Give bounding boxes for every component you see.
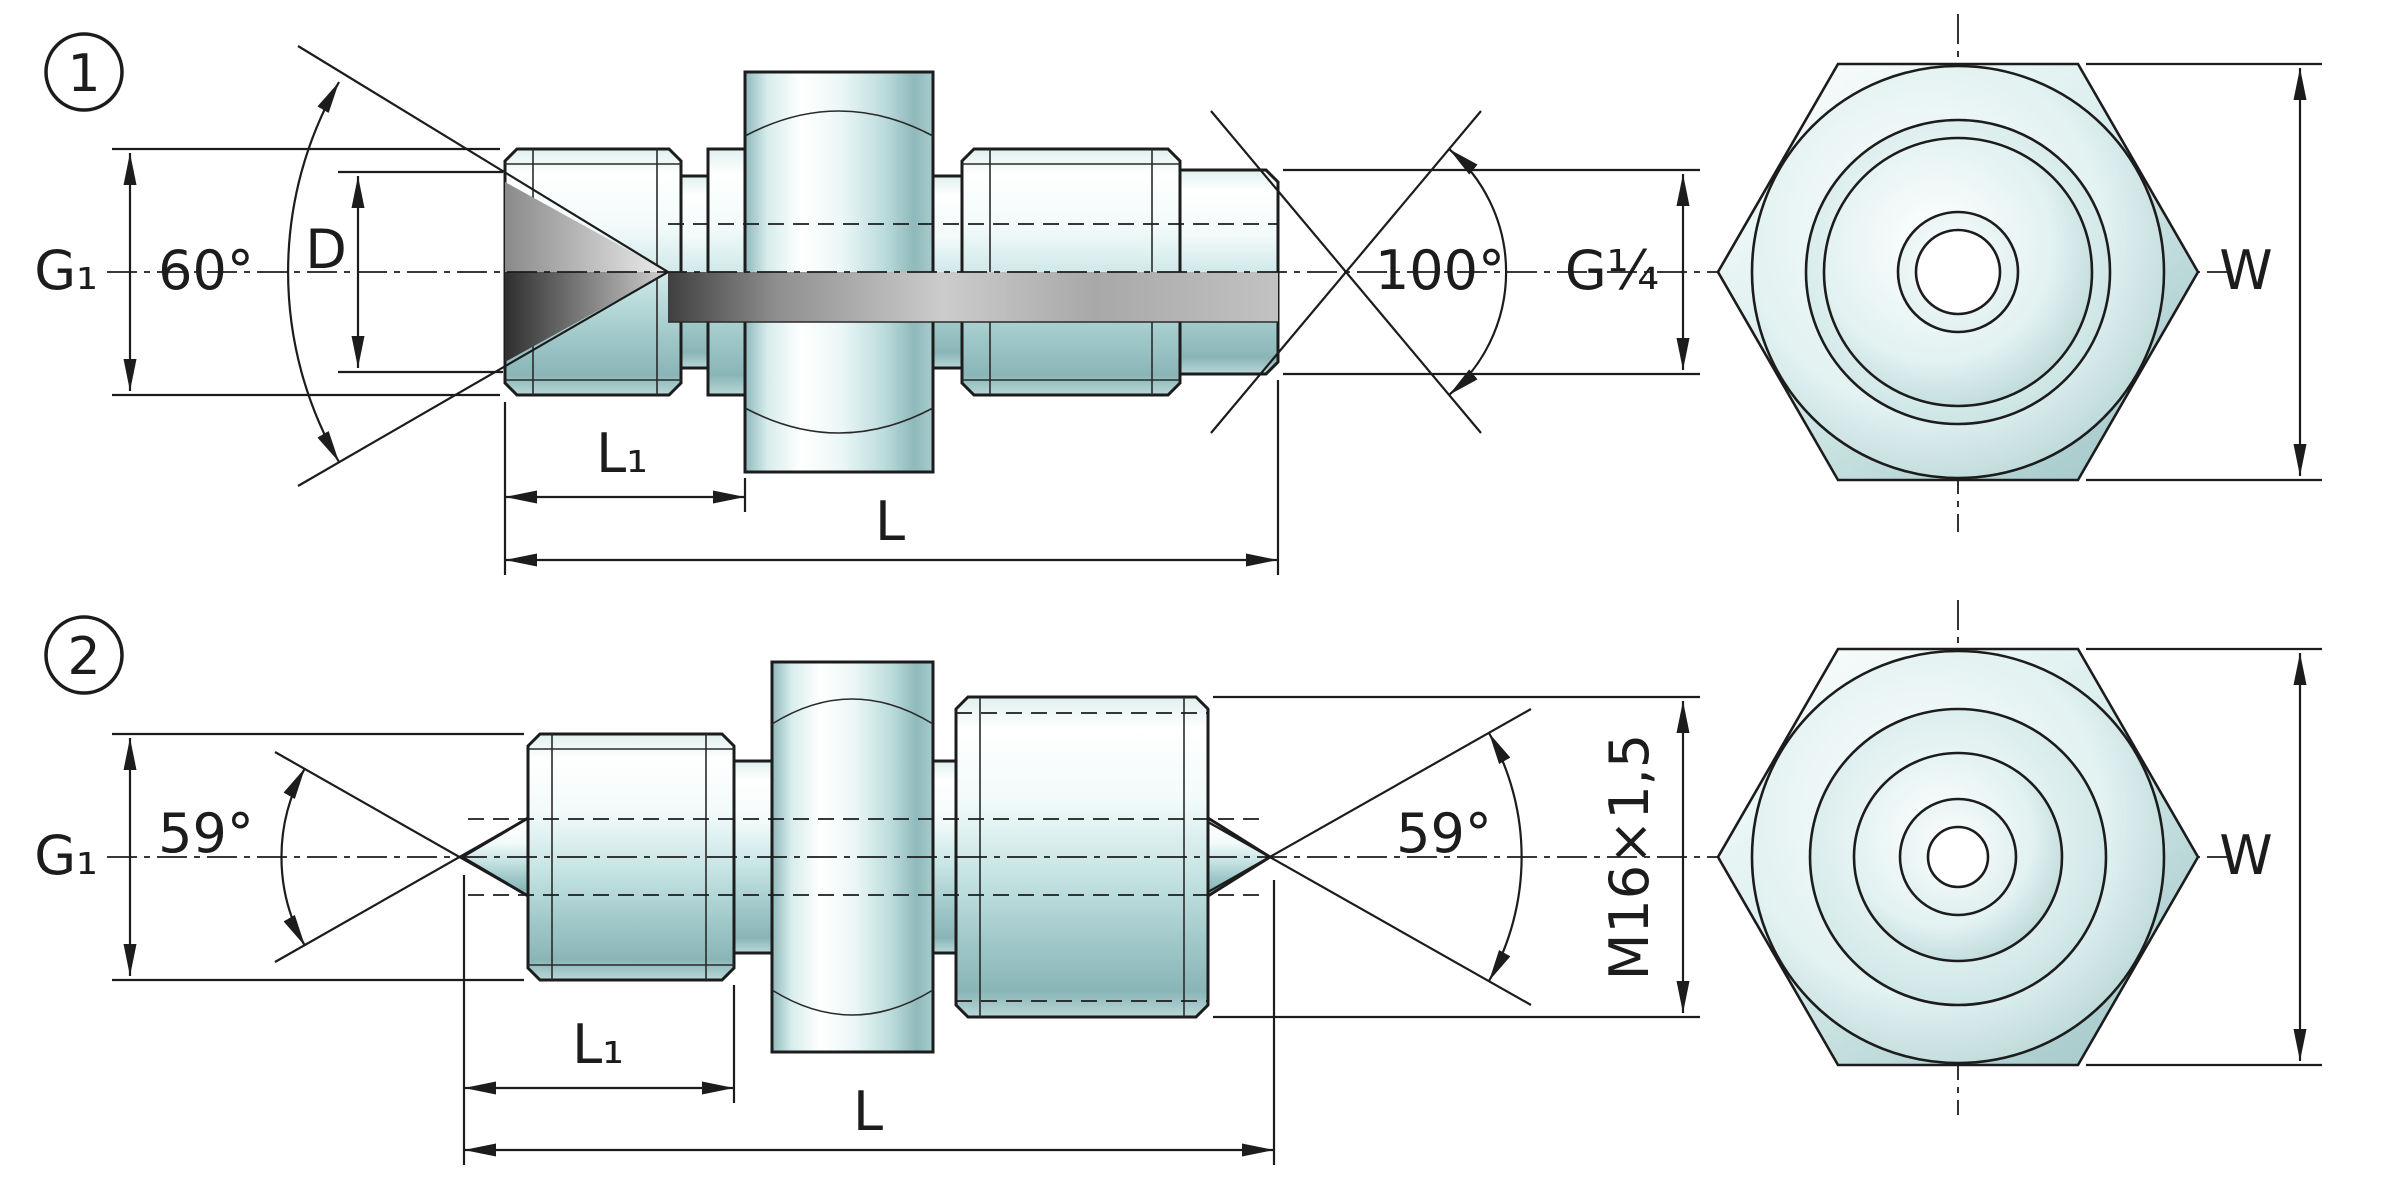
badge-circle-2 [44,615,124,695]
label-width-across-flats-2: W [2219,824,2272,887]
bore-circle-2 [1926,825,1990,889]
bore-section-band-1 [668,272,1278,322]
dim-cone-100: 100° [1210,110,1508,434]
thread-detail-left-2 [528,734,734,980]
dim-w-1: W [2086,62,2322,482]
label-thread-left-2: G₁ [34,824,98,887]
dim-bore-d-1: D [305,170,503,374]
dim-cone-59-right: 59° [1207,708,1532,1006]
item-badge-2: 2 [44,615,124,695]
label-length-l1-2: L₁ [572,1013,624,1076]
thread-minor-dia-2 [956,712,1208,1002]
dim-l1-1: L₁ [503,402,747,575]
label-cone-angle-left-2: 59° [158,802,254,865]
label-thread-right-1: G¼ [1565,239,1659,302]
dim-l1-2: L₁ [462,875,736,1165]
dim-l-2: L [464,880,1276,1165]
countersink-upper-1 [505,182,668,272]
label-cone-angle-right-1: 100° [1375,239,1505,302]
hex-chamfer-top-1 [744,110,934,137]
end-view-1: W [1716,14,2322,532]
variant-2: G₁ 59° 59° M16×1,5 L₁ L [34,600,2322,1165]
hex-chamfer-bottom-1 [744,407,934,434]
dim-g1-2: G₁ [34,732,524,982]
item-badge-1: 1 [44,32,124,112]
dim-cone-59-left: 59° [158,751,529,963]
dim-g1-1: G₁ [34,147,500,397]
badge-number-2: 2 [67,627,100,687]
label-cone-angle-left-1: 60° [158,239,254,302]
dim-cone-60: 60° [158,45,669,487]
dim-thread-right-2: M16×1,5 [1213,695,1700,1019]
bore-hidden-lines-2 [468,818,1266,896]
bore-circle-1 [1914,228,2002,316]
label-length-l1-1: L₁ [596,422,648,485]
dim-w-2: W [2086,647,2322,1067]
hex-chamfer-bottom-2 [771,989,934,1016]
end-view-2: W [1716,600,2322,1115]
label-length-total-2: L [853,1080,883,1143]
dim-thread-right-1: G¼ [1283,168,1700,376]
variant-1: G₁ 60° D L₁ L 100° [34,14,2322,575]
fitting-body-1 [503,70,1280,474]
label-cone-angle-right-2: 59° [1396,802,1492,865]
badge-number-1: 1 [67,44,100,104]
dim-l-1: L [505,380,1280,575]
label-length-total-1: L [875,490,905,553]
hex-chamfer-top-2 [771,698,934,725]
badge-circle-1 [44,32,124,112]
label-thread-left-1: G₁ [34,239,98,302]
label-width-across-flats-1: W [2219,239,2272,302]
label-bore-diameter-1: D [305,218,347,281]
label-thread-right-2: M16×1,5 [1598,734,1661,980]
